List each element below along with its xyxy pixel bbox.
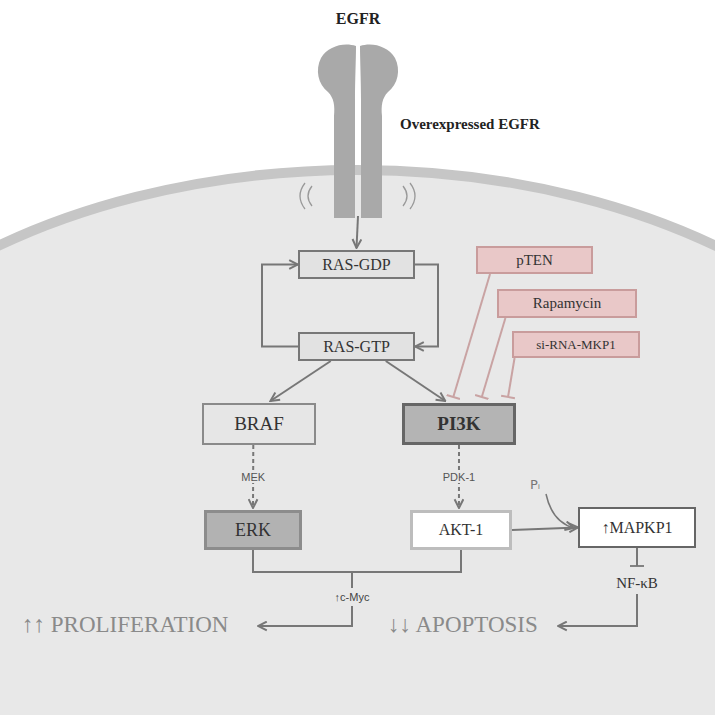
- process-box: AKT-1: [410, 510, 512, 550]
- node-text: ERK: [235, 520, 271, 541]
- node-text: RAS-GTP: [323, 338, 390, 356]
- node-text: AKT-1: [439, 521, 484, 539]
- merge-stem: [351, 572, 353, 588]
- phosphate-arrow: [546, 494, 574, 528]
- process-box: RAS-GTP: [298, 332, 415, 361]
- inhibitor-box: pTEN: [476, 246, 593, 274]
- edge-label: MEK: [239, 471, 267, 483]
- outcome-label: ↓↓ APOPTOSIS: [388, 612, 538, 638]
- receptor-half: [360, 45, 398, 219]
- apoptosis-arrow: [558, 594, 637, 626]
- arrow-connector: [262, 265, 298, 347]
- merge-bracket: [253, 550, 461, 572]
- receptor-half: [318, 45, 356, 219]
- outcome-label: ↑↑ PROLIFERATION: [22, 612, 228, 638]
- arrow-connector: [386, 361, 446, 401]
- node-text: Rapamycin: [533, 295, 601, 312]
- node-text: si-RNA-MKP1: [536, 337, 615, 353]
- vibration-arc: [308, 186, 312, 206]
- phosphate-label: Pᵢ: [530, 477, 540, 492]
- node-text: PI3K: [437, 413, 480, 435]
- process-box: PI3K: [402, 403, 516, 445]
- edge-label: PDK-1: [441, 471, 477, 483]
- cell-background: [0, 170, 715, 715]
- receptor-caption: Overexpressed EGFR: [400, 116, 540, 133]
- vibration-marks: [300, 183, 415, 209]
- process-box: ERK: [204, 510, 302, 550]
- vibration-arc: [403, 186, 407, 206]
- gene-label: ↑c-Myc: [333, 591, 372, 603]
- inhibitor-box: Rapamycin: [497, 289, 637, 318]
- vibration-arc: [410, 183, 415, 209]
- receptor-shape: [314, 40, 402, 218]
- node-text: BRAF: [234, 413, 284, 435]
- connectors: [253, 216, 578, 530]
- node-text: ↑MAPKP1: [601, 519, 672, 537]
- vibration-arc: [300, 183, 305, 209]
- arrow-connector: [270, 361, 330, 401]
- arrow-connector: [357, 216, 359, 248]
- process-box: RAS-GDP: [298, 250, 415, 279]
- process-box: ↑MAPKP1: [578, 507, 696, 548]
- node-text: pTEN: [516, 252, 553, 269]
- node-text: RAS-GDP: [322, 256, 390, 274]
- inhibition-connector: [453, 274, 490, 397]
- egfr-receptor: EGFROverexpressed EGFR: [314, 40, 402, 218]
- inhibition-connector: [508, 358, 515, 397]
- arrow-connector: [415, 265, 438, 347]
- receptor-name: EGFR: [336, 10, 380, 28]
- protein-label: NF-κB: [616, 575, 658, 592]
- cell-membrane: [0, 170, 715, 715]
- inhibition-connector: [482, 318, 506, 397]
- process-box: BRAF: [202, 403, 316, 445]
- arrow-connector: [512, 528, 578, 531]
- inhibitor-box: si-RNA-MKP1: [512, 331, 640, 358]
- proliferation-arrow: [258, 606, 352, 626]
- nfkb-inhibition: [636, 548, 638, 566]
